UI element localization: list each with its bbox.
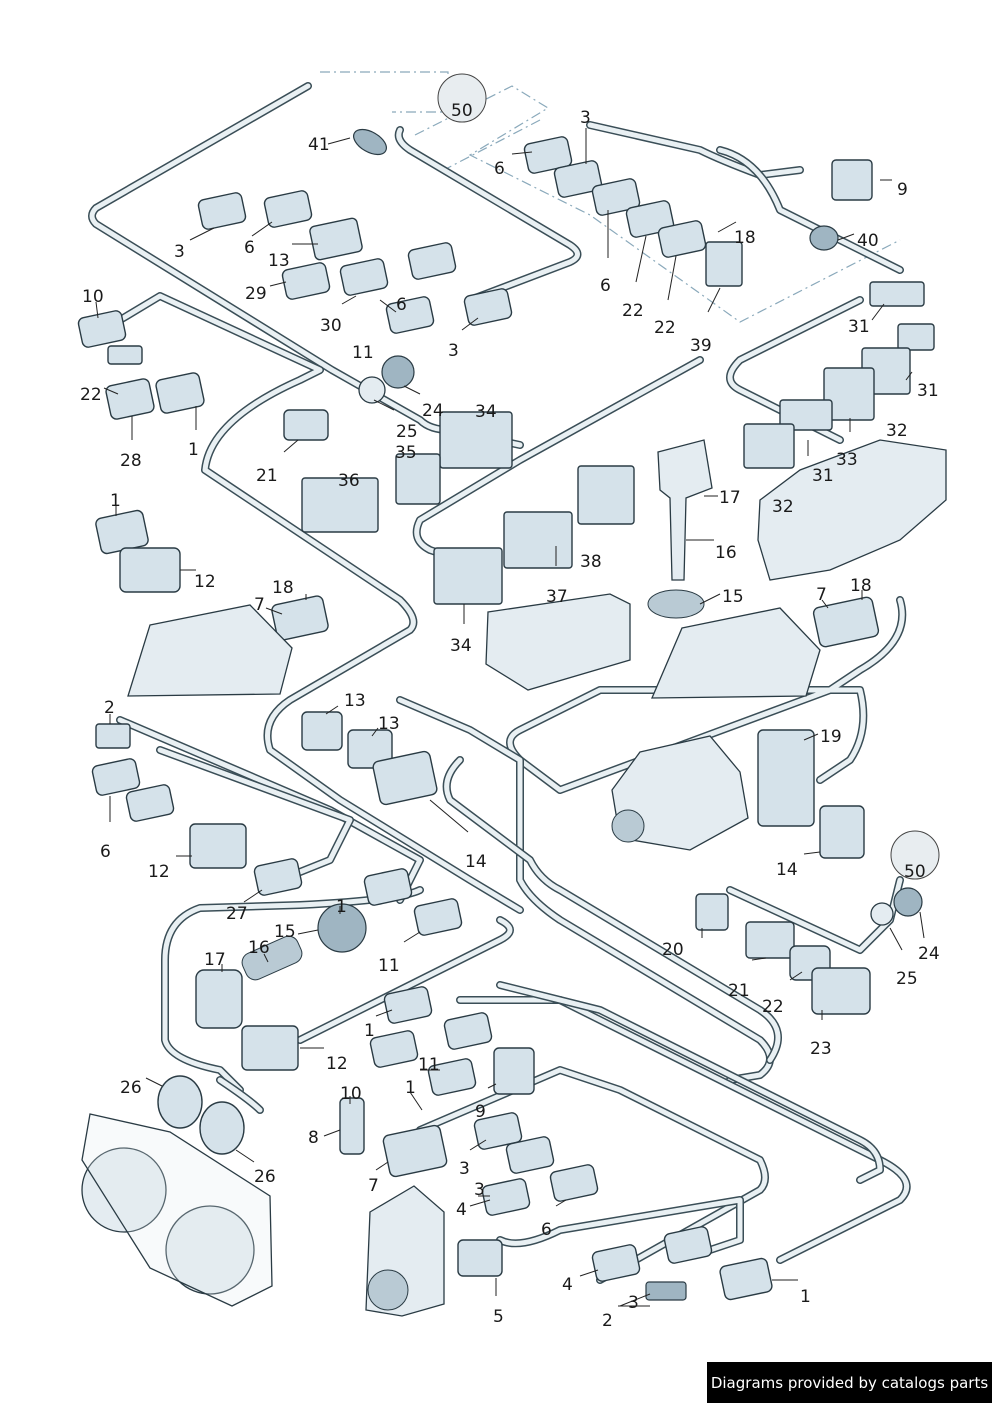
callout-80: 4 (456, 1200, 467, 1220)
callout-43: 15 (722, 587, 744, 607)
callout-4: 9 (897, 180, 908, 200)
callout-33: 32 (772, 497, 794, 517)
callout-0: 3 (174, 242, 185, 262)
callout-26: 35 (395, 443, 417, 463)
callout-28: 31 (848, 317, 870, 337)
callout-30: 33 (836, 450, 858, 470)
callout-16: 22 (654, 318, 676, 338)
callout-68: 1 (364, 1021, 375, 1041)
callout-70: 11 (418, 1055, 440, 1075)
callout-5: 3 (580, 108, 591, 128)
callout-23: 24 (422, 401, 444, 421)
callout-42: 37 (546, 587, 568, 607)
callout-14: 6 (600, 276, 611, 296)
callout-18: 10 (82, 287, 104, 307)
callout-55: 50 (904, 862, 926, 882)
callout-86: 2 (602, 1311, 613, 1331)
callout-15: 22 (622, 301, 644, 321)
callout-24: 34 (475, 402, 497, 422)
callout-2: 50 (451, 101, 473, 121)
callout-66: 22 (762, 997, 784, 1017)
callout-71: 26 (120, 1078, 142, 1098)
callout-9: 6 (396, 295, 407, 315)
callout-84: 1 (800, 1287, 811, 1307)
callout-1: 41 (308, 135, 330, 155)
callout-72: 10 (340, 1084, 362, 1104)
callout-34: 36 (338, 471, 360, 491)
callout-20: 28 (120, 451, 142, 471)
callout-81: 6 (541, 1220, 552, 1240)
callout-11: 3 (448, 341, 459, 361)
callout-50: 19 (820, 727, 842, 747)
callout-53: 14 (465, 852, 487, 872)
callout-22: 11 (352, 343, 374, 363)
callout-59: 16 (248, 938, 270, 958)
callout-21: 1 (188, 440, 199, 460)
callout-62: 20 (662, 940, 684, 960)
callout-41: 7 (254, 595, 265, 615)
callout-39: 38 (580, 552, 602, 572)
callout-49: 13 (378, 714, 400, 734)
callout-67: 23 (810, 1039, 832, 1059)
callout-75: 8 (308, 1128, 319, 1148)
callout-7: 13 (268, 251, 290, 271)
callout-54: 14 (776, 860, 798, 880)
footer-credit: Diagrams provided by catalogs parts (707, 1362, 992, 1403)
callout-78: 7 (368, 1176, 379, 1196)
callout-82: 4 (562, 1275, 573, 1295)
callout-73: 1 (405, 1078, 416, 1098)
callout-19: 22 (80, 385, 102, 405)
callout-8: 29 (245, 284, 267, 304)
callout-3: 6 (494, 159, 505, 179)
callout-25: 25 (396, 422, 418, 442)
callout-10: 30 (320, 316, 342, 336)
callout-12: 18 (734, 228, 756, 248)
callout-40: 18 (272, 578, 294, 598)
callout-32: 32 (886, 421, 908, 441)
callout-77: 26 (254, 1167, 276, 1187)
callout-83: 3 (628, 1293, 639, 1313)
callout-65: 21 (728, 981, 750, 1001)
callout-63: 24 (918, 944, 940, 964)
callout-13: 40 (857, 231, 879, 251)
callout-37: 1 (110, 491, 121, 511)
callout-79: 3 (474, 1180, 485, 1200)
connectors (77, 128, 935, 1301)
callout-46: 34 (450, 636, 472, 656)
callout-44: 7 (816, 585, 827, 605)
callout-64: 25 (896, 969, 918, 989)
callout-38: 12 (194, 572, 216, 592)
callout-48: 13 (344, 691, 366, 711)
callout-74: 9 (475, 1102, 486, 1122)
callout-27: 21 (256, 466, 278, 486)
callout-58: 15 (274, 922, 296, 942)
callout-52: 12 (148, 862, 170, 882)
components (81, 439, 947, 1317)
callout-69: 12 (326, 1054, 348, 1074)
callout-61: 11 (378, 956, 400, 976)
callout-29: 31 (917, 381, 939, 401)
callout-51: 6 (100, 842, 111, 862)
callout-85: 5 (493, 1307, 504, 1327)
callout-57: 1 (336, 897, 347, 917)
callout-labels: 3 41 50 6 9 3 6 13 29 6 30 3 18 40 6 22 … (80, 101, 940, 1331)
callout-47: 2 (104, 698, 115, 718)
callout-36: 16 (715, 543, 737, 563)
callout-76: 3 (459, 1159, 470, 1179)
callout-17: 39 (690, 336, 712, 356)
circle-badges (437, 73, 940, 880)
callout-35: 17 (719, 488, 741, 508)
callout-60: 17 (204, 950, 226, 970)
callout-45: 18 (850, 576, 872, 596)
callout-6: 6 (244, 238, 255, 258)
callout-31: 31 (812, 466, 834, 486)
callout-56: 27 (226, 904, 248, 924)
